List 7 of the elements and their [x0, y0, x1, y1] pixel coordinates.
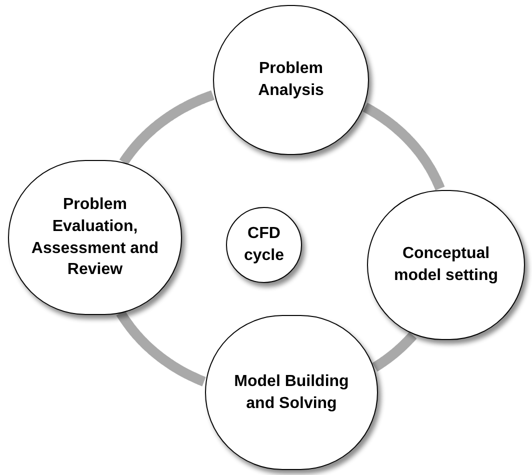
ring-connector: [370, 331, 418, 372]
stage-label: Conceptual model setting: [392, 244, 499, 286]
stage-label: CFD cycle: [242, 224, 286, 266]
stage-label: Problem Evaluation, Assessment and Review: [30, 195, 160, 280]
stage-label: Model Building and Solving: [233, 372, 350, 414]
stage-label: Problem Analysis: [257, 59, 325, 101]
ring-connector: [361, 102, 445, 192]
